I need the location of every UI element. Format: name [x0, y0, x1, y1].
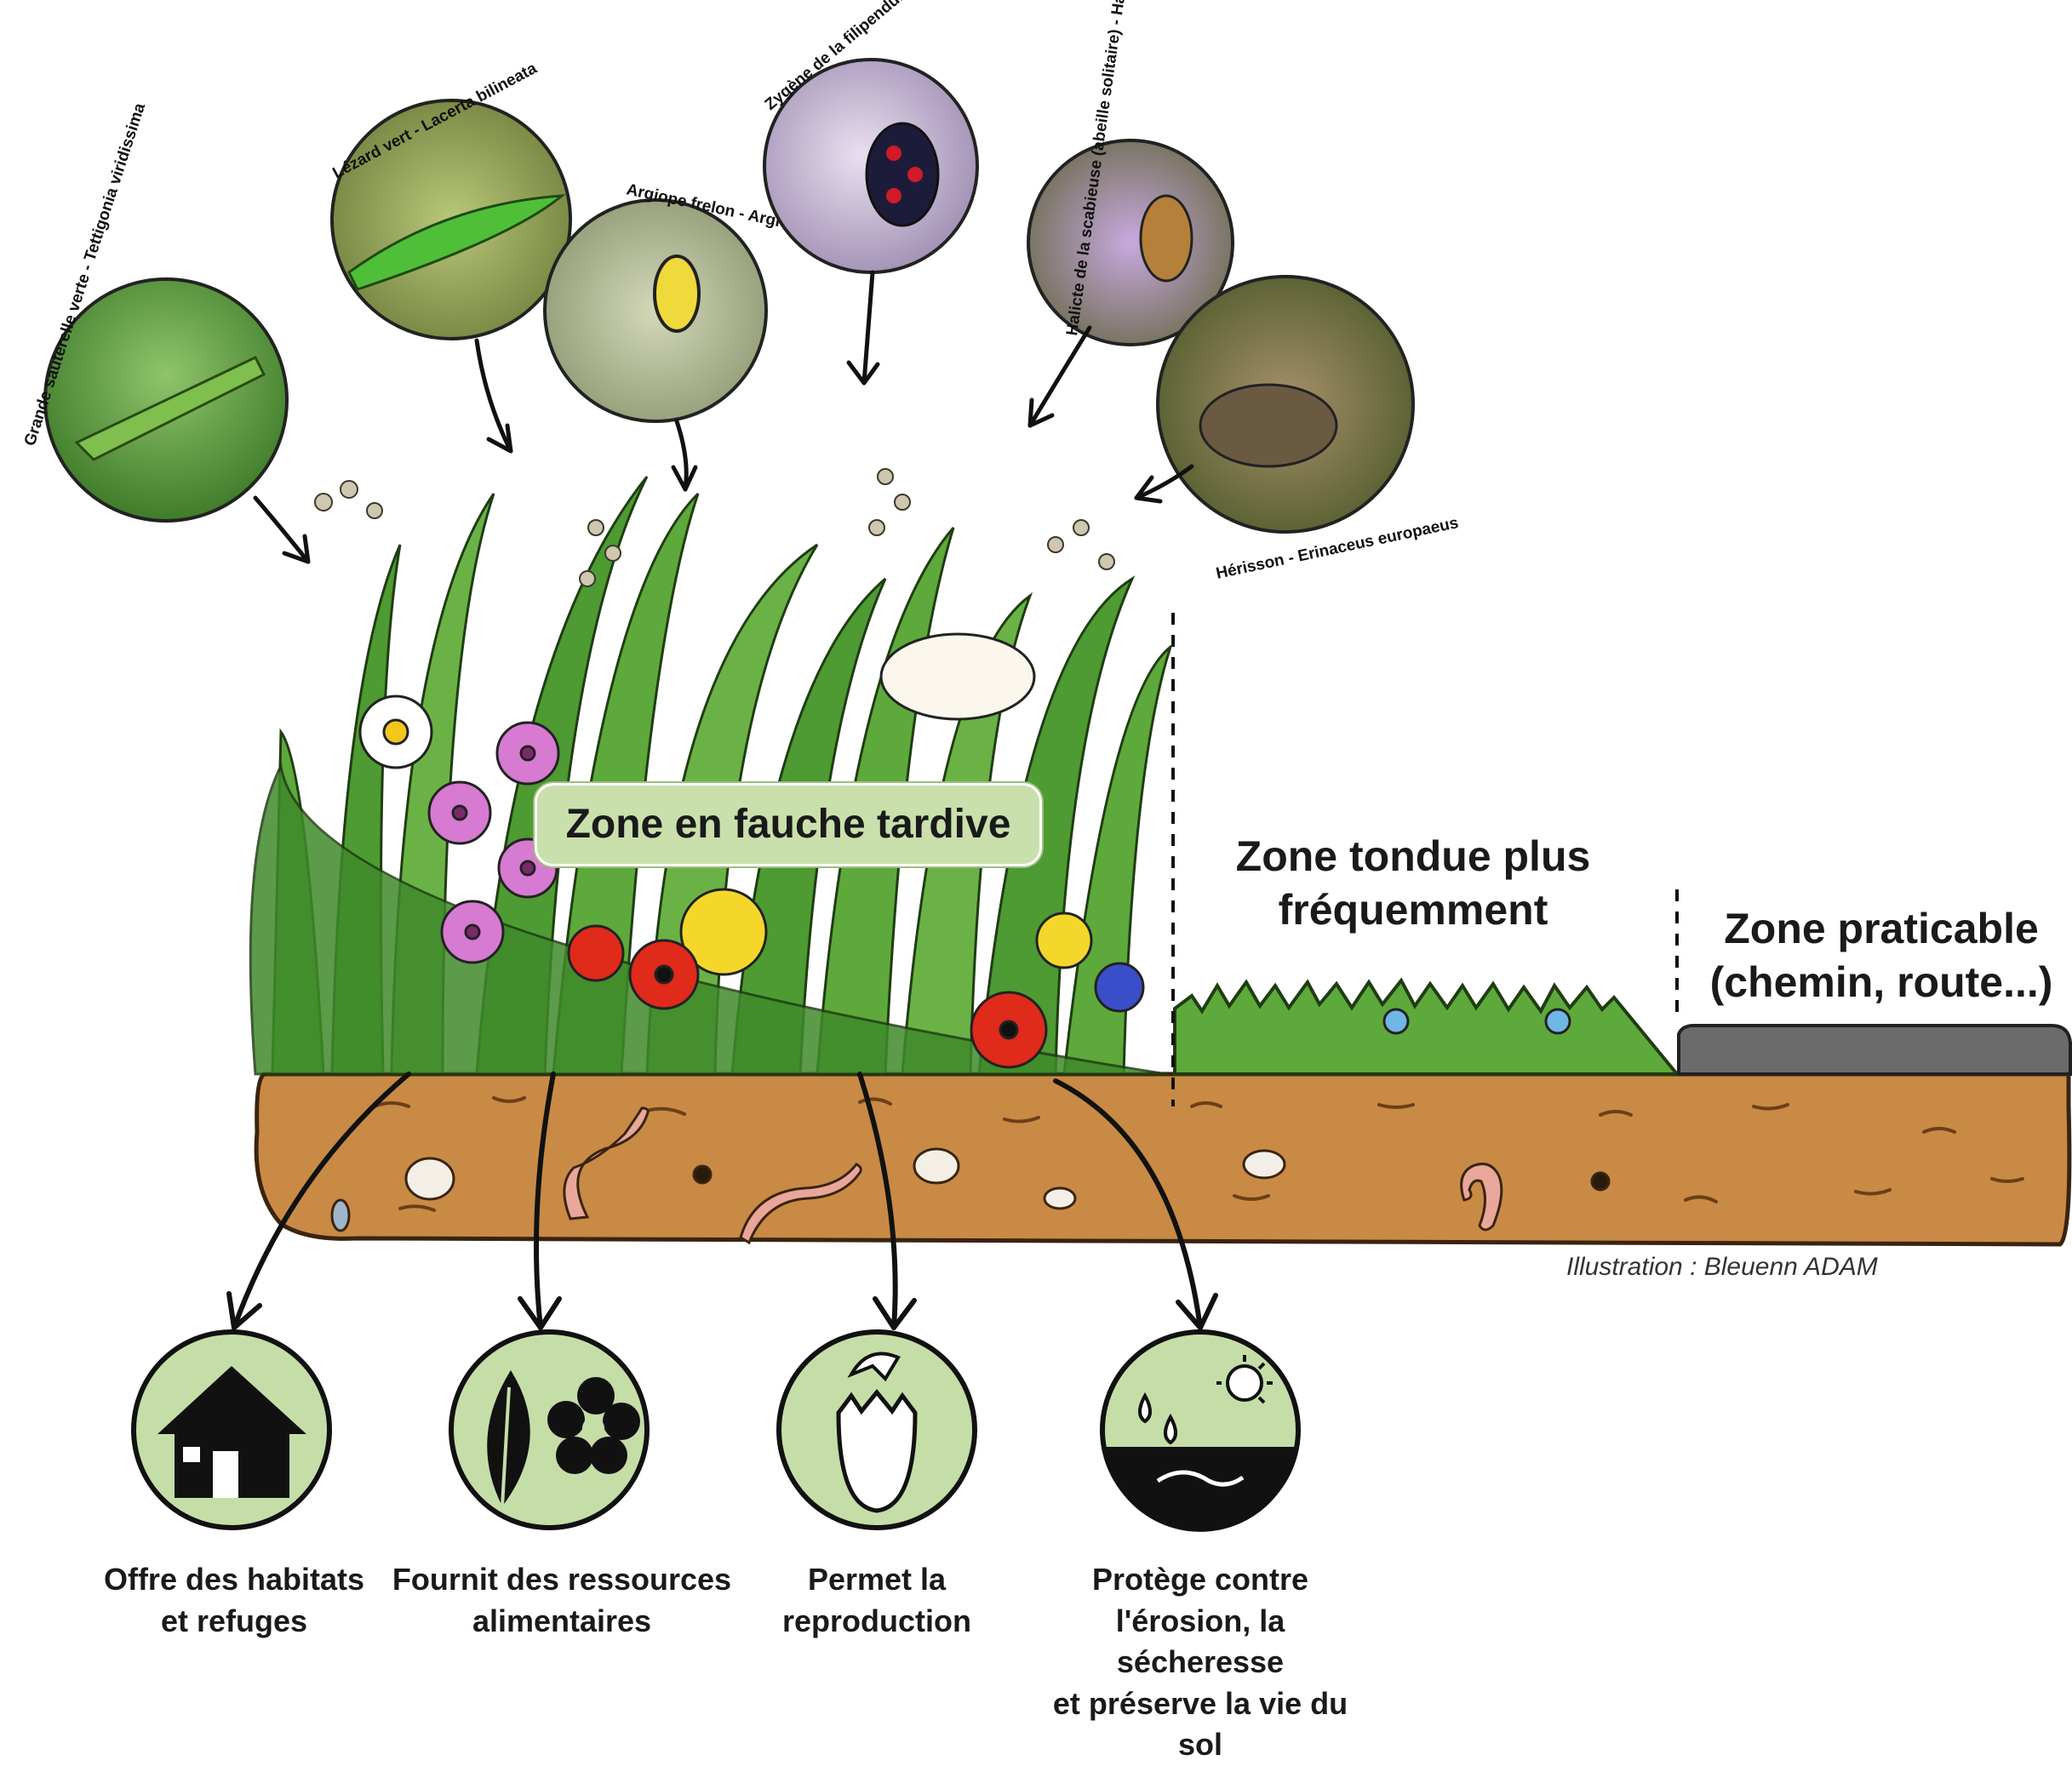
species-photo-moth: Zygène de la filipendule - Zygaena filip…: [762, 0, 1047, 272]
mown-grass-zone: [1175, 980, 1677, 1074]
species-photo-bee: Halicte de la scabieuse (abeille solitai…: [1028, 0, 1233, 345]
zone-tardive-label: Zone en fauche tardive: [535, 783, 1042, 866]
leaf-flower-icon: [451, 1332, 647, 1528]
species-photo-hedgehog: Hérisson - Erinaceus europaeus: [1158, 277, 1460, 583]
benefit-label-habitats: Offre des habitats et refuges: [94, 1559, 375, 1642]
species-photo-grasshopper: Grande sauterelle verte - Tettigonia vir…: [21, 100, 287, 521]
illustration-credit: Illustration : Bleuenn ADAM: [1566, 1253, 1975, 1282]
house-icon: [134, 1332, 329, 1528]
road-zone: [1679, 1026, 2070, 1074]
tall-meadow: [250, 477, 1171, 1074]
grass-seed-heads: [315, 469, 1114, 586]
weather-soil-icon: [1102, 1332, 1298, 1532]
soil-layer: [256, 1074, 2069, 1244]
egg-icon: [779, 1332, 975, 1528]
zone-praticable-label: Zone praticable (chemin, route...): [1694, 902, 2069, 1009]
species-photo-lizard: Lézard vert - Lacerta bilineata: [329, 60, 570, 339]
benefit-label-food: Fournit des ressources alimentaires: [383, 1559, 741, 1642]
benefit-label-reproduction: Permet la reproduction: [766, 1559, 987, 1642]
benefit-label-soil: Protège contre l'érosion, la sécheresse …: [1030, 1559, 1371, 1766]
zone-tondue-label: Zone tondue plus fréquemment: [1200, 830, 1626, 936]
